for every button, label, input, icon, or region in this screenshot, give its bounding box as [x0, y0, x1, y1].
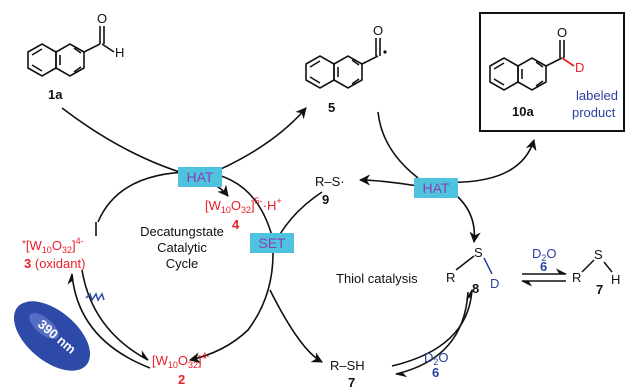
species-9-formula: R–S·: [315, 174, 345, 189]
species-3-formula: *[W10O32]4-: [22, 236, 84, 255]
species-8-s: S: [474, 245, 483, 260]
d2o-top-number: 6: [540, 259, 547, 274]
c10a-caption-line2: product: [572, 105, 616, 120]
c10a-number: 10a: [512, 104, 534, 119]
species-7-right-number: 7: [596, 282, 603, 297]
species-8-bonds: [455, 255, 475, 271]
c1a-hydrogen: H: [115, 45, 124, 60]
species-7-bottom-number: 7: [348, 375, 355, 388]
hat-box-right: [414, 178, 458, 198]
species-8-number: 8: [472, 281, 479, 296]
d2o-bottom-formula: D2O: [424, 350, 449, 367]
c10a-caption-line1: labeled: [576, 88, 618, 103]
c1a-oxygen: O: [97, 11, 107, 26]
set-label: SET: [258, 235, 286, 251]
species-7-bottom-formula: R–SH: [330, 358, 365, 373]
hat-box-left: [178, 167, 222, 187]
species-4-formula: [W10O32]5-·H+: [205, 196, 282, 215]
arrows: [61, 107, 568, 378]
species-7-right-h: H: [611, 272, 620, 287]
d2o-top-formula: D2O: [532, 246, 557, 263]
species-7-right-r: R: [572, 270, 581, 285]
decatungstate-line2: Catalytic: [157, 240, 207, 255]
decatungstate-line3: Cycle: [166, 256, 199, 271]
c5-radical-dot: [383, 50, 387, 54]
species-8-d: D: [490, 276, 499, 291]
compound-5: [305, 38, 381, 89]
species-9-number: 9: [322, 192, 329, 207]
c1a-number: 1a: [48, 87, 63, 102]
hat-label-right: HAT: [423, 180, 450, 196]
c5-oxygen: O: [373, 23, 383, 38]
species-7-right-s: S: [594, 247, 603, 262]
set-box: [250, 233, 294, 253]
compound-10a: [489, 40, 565, 91]
light-source: 390 nm: [13, 292, 105, 371]
labeled-product-box: [479, 12, 625, 132]
hat-label-left: HAT: [187, 169, 214, 185]
c5-number: 5: [328, 100, 335, 115]
species-4-number: 4: [232, 217, 240, 232]
species-2-number: 2: [178, 372, 185, 387]
species-8-r: R: [446, 270, 455, 285]
species-7-right-bonds: [581, 259, 613, 273]
decatungstate-line1: Decatungstate: [140, 224, 224, 239]
compound-1a: [27, 26, 115, 77]
species-3-label: 3 (oxidant): [24, 256, 85, 271]
d2o-bottom-number: 6: [432, 365, 439, 380]
c10a-deuterium: D: [575, 60, 584, 75]
thiol-catalysis-label: Thiol catalysis: [336, 271, 418, 286]
c10a-oxygen: O: [557, 25, 567, 40]
species-2-formula: [W10O32]4-: [152, 351, 210, 370]
